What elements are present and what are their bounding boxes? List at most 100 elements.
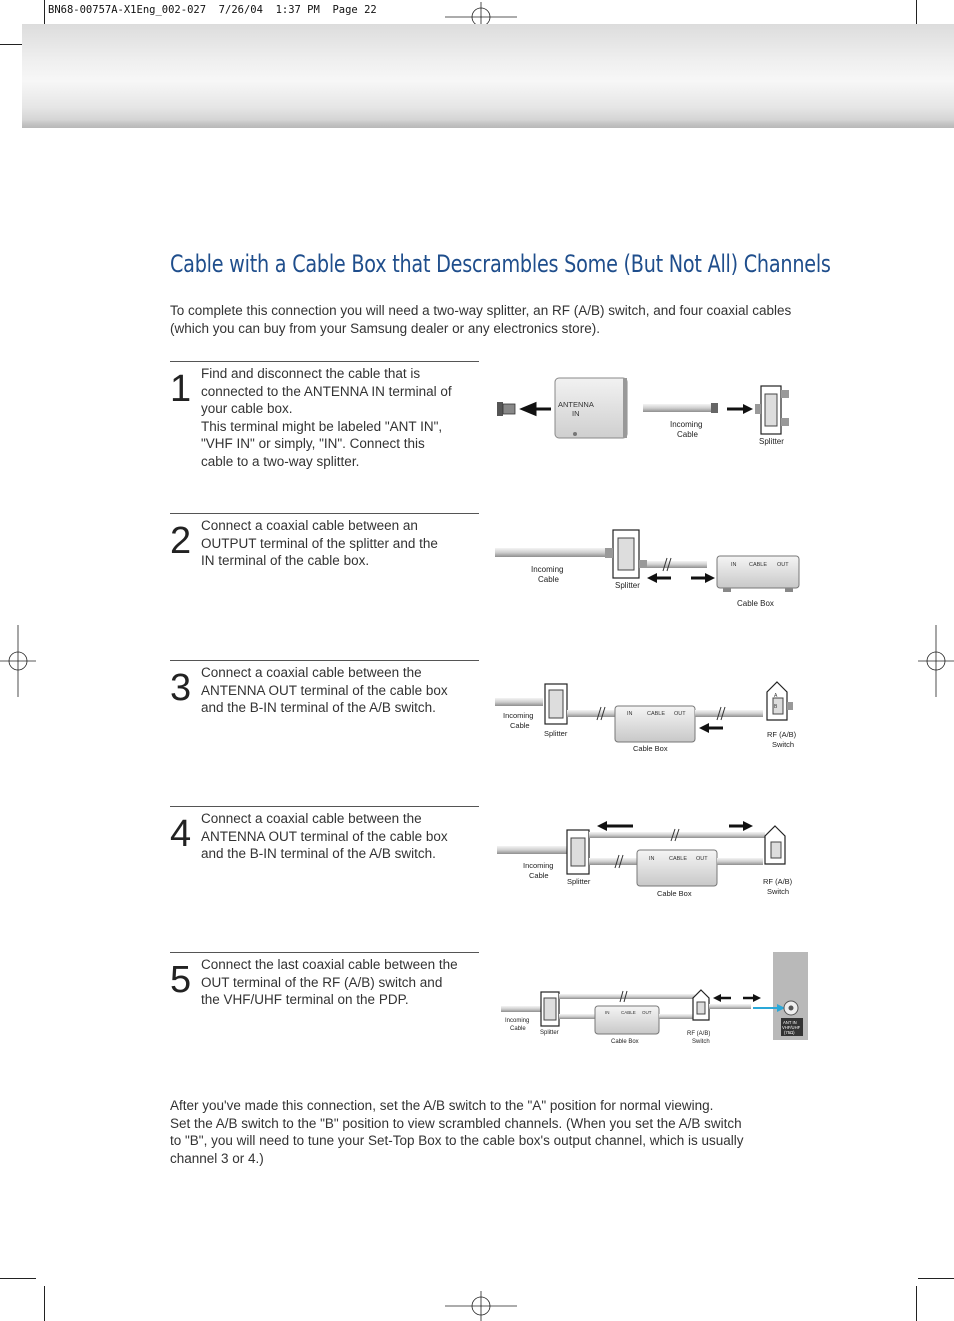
- svg-text:Cable: Cable: [529, 871, 549, 880]
- svg-text:B: B: [774, 704, 778, 710]
- rf-ab-switch: [692, 989, 710, 1021]
- crop-mark: [0, 1278, 36, 1279]
- coax-cable: [659, 1014, 695, 1019]
- crop-mark: [44, 0, 45, 36]
- left-arrow-icon: [519, 401, 551, 417]
- svg-text:Switch: Switch: [692, 1039, 710, 1045]
- intro-paragraph: To complete this connection you will nee…: [170, 303, 792, 336]
- crop-mark: [918, 1278, 954, 1279]
- diagram-step-3: Incoming Cable Splitter IN CABLE OUT Cab…: [495, 678, 805, 756]
- cable-box: IN CABLE OUT: [614, 705, 696, 743]
- antenna-in-label-2: IN: [572, 409, 580, 418]
- step-text: Connect a coaxial cable between the ANTE…: [201, 811, 448, 862]
- step-divider: [170, 361, 479, 362]
- cable-label: Cable: [538, 575, 559, 584]
- splitter: [755, 385, 789, 435]
- closing-paragraph: After you've made this connection, set t…: [170, 1098, 744, 1166]
- svg-text:ANT IN: ANT IN: [783, 1020, 797, 1025]
- cable-box: IN CABLE OUT: [636, 849, 718, 887]
- incoming-cable: [497, 846, 567, 854]
- diagram-step-1: ANTENNA IN Incoming Cable Splitter: [495, 372, 805, 452]
- registration-mark: [0, 625, 36, 697]
- step-divider: [170, 806, 479, 807]
- step-number: 3: [170, 667, 192, 709]
- coax-cable: [559, 994, 695, 999]
- svg-text:OUT: OUT: [777, 562, 789, 568]
- cable-label: Cable: [677, 430, 698, 439]
- coax-connector: [711, 403, 718, 413]
- svg-text:Splitter: Splitter: [567, 877, 591, 886]
- coax-cable: [695, 710, 763, 717]
- step-number: 4: [170, 813, 192, 855]
- crop-mark: [44, 1286, 45, 1321]
- svg-text:Cable: Cable: [510, 721, 530, 730]
- svg-text:Switch: Switch: [772, 740, 794, 749]
- cable-box: IN CABLE OUT: [716, 555, 800, 592]
- incoming-cable: [495, 698, 543, 706]
- svg-text:Cable Box: Cable Box: [611, 1039, 639, 1045]
- coax-cable: [589, 858, 637, 865]
- svg-text:OUT: OUT: [642, 1010, 652, 1015]
- diagram-step-5: Incoming Cable Splitter IN CABLE OUT Cab…: [495, 976, 810, 1048]
- step-text: Find and disconnect the cable that is co…: [201, 366, 452, 469]
- incoming-cable: [501, 1006, 541, 1012]
- crop-mark: [0, 44, 36, 45]
- splitter-label: Splitter: [759, 437, 784, 446]
- print-slug: BN68-00757A-X1Eng_002-027 7/26/04 1:37 P…: [48, 4, 377, 16]
- splitter: [566, 829, 590, 875]
- registration-mark: [918, 625, 954, 697]
- step-text: Connect a coaxial cable between the ANTE…: [201, 665, 448, 716]
- step-number: 2: [170, 520, 192, 562]
- splitter: [540, 991, 560, 1027]
- step-divider: [170, 952, 479, 953]
- svg-text:IN: IN: [627, 711, 633, 717]
- svg-text:OUT: OUT: [696, 856, 708, 862]
- diagram-step-4: Incoming Cable Splitter IN CABLE OUT Cab…: [495, 820, 805, 900]
- diagram-step-2: Incoming Cable Splitter IN CABLE OUT Cab…: [495, 526, 805, 611]
- coax-cable: [647, 561, 707, 568]
- svg-text:VHF/UHF: VHF/UHF: [782, 1025, 801, 1030]
- step-text: Connect the last coaxial cable between t…: [201, 957, 458, 1008]
- incoming-label: Incoming: [670, 420, 702, 429]
- crop-mark: [916, 1286, 917, 1321]
- svg-text:Switch: Switch: [767, 887, 789, 896]
- svg-text:IN: IN: [605, 1010, 610, 1015]
- svg-text:CABLE: CABLE: [749, 562, 767, 568]
- coax-cable: [709, 1004, 751, 1009]
- svg-text:(75Ω): (75Ω): [784, 1030, 795, 1035]
- svg-text:Incoming: Incoming: [503, 711, 533, 720]
- header-band: [22, 24, 954, 128]
- svg-text:A: A: [774, 693, 778, 699]
- step-text: Connect a coaxial cable between an OUTPU…: [201, 518, 438, 569]
- coax-cable: [559, 1014, 595, 1019]
- splitter: [544, 683, 568, 725]
- svg-text:RF (A/B): RF (A/B): [767, 730, 797, 739]
- svg-text:CABLE: CABLE: [647, 711, 665, 717]
- incoming-cable: [643, 404, 713, 412]
- splitter: [605, 529, 647, 579]
- cable-box-panel: ANTENNA IN: [554, 377, 628, 439]
- svg-text:RF (A/B): RF (A/B): [763, 877, 793, 886]
- incoming-label: Incoming: [531, 565, 563, 574]
- page-title: Cable with a Cable Box that Descrambles …: [170, 250, 831, 278]
- step-divider: [170, 660, 479, 661]
- coax-cable: [567, 710, 615, 717]
- cable-box-label: Cable Box: [737, 599, 774, 608]
- svg-text:Splitter: Splitter: [540, 1030, 559, 1036]
- crop-mark: [916, 0, 917, 36]
- svg-text:Cable Box: Cable Box: [633, 744, 668, 753]
- registration-mark: [445, 1291, 517, 1321]
- splitter-label: Splitter: [615, 581, 640, 590]
- svg-text:IN: IN: [731, 562, 737, 568]
- svg-text:RF (A/B): RF (A/B): [687, 1031, 710, 1037]
- step-divider: [170, 513, 479, 514]
- step-number: 1: [170, 368, 192, 410]
- svg-text:CABLE: CABLE: [621, 1010, 636, 1015]
- incoming-cable: [495, 548, 605, 557]
- svg-text:CABLE: CABLE: [669, 856, 687, 862]
- svg-text:Incoming: Incoming: [523, 861, 553, 870]
- antenna-in-label-1: ANTENNA: [558, 400, 594, 409]
- coax-cable: [717, 858, 763, 865]
- svg-text:Splitter: Splitter: [544, 729, 568, 738]
- svg-text:OUT: OUT: [674, 711, 686, 717]
